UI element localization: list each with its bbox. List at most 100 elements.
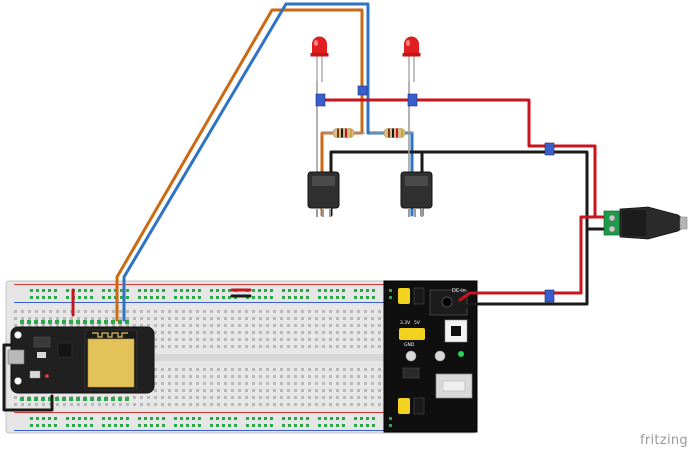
- breadboard-hole: [119, 310, 122, 313]
- breadboard-hole: [168, 310, 171, 313]
- breadboard-hole: [266, 375, 269, 378]
- breadboard-rail-hole: [252, 289, 255, 292]
- breadboard-hole: [217, 396, 220, 399]
- breadboard-hole: [210, 338, 213, 341]
- breadboard-hole: [189, 317, 192, 320]
- breadboard-rail-hole: [366, 424, 369, 427]
- breadboard-hole: [301, 375, 304, 378]
- resistor-1-band-4: [350, 128, 352, 138]
- breadboard-hole: [238, 345, 241, 348]
- breadboard-rail-hole: [144, 296, 147, 299]
- breadboard-rail-hole: [324, 289, 327, 292]
- breadboard-hole: [364, 403, 367, 406]
- breadboard-hole: [280, 396, 283, 399]
- breadboard-hole: [280, 324, 283, 327]
- breadboard-hole: [168, 368, 171, 371]
- breadboard-hole: [329, 310, 332, 313]
- breadboard-hole: [315, 396, 318, 399]
- breadboard-hole: [301, 310, 304, 313]
- wire-connectors: [315, 85, 555, 303]
- breadboard-hole: [238, 382, 241, 385]
- power-module-pin: [389, 417, 392, 420]
- breadboard-hole: [371, 310, 374, 313]
- terminal-screw-1: [608, 214, 616, 222]
- breadboard-hole: [308, 375, 311, 378]
- breadboard-hole: [371, 375, 374, 378]
- breadboard-hole: [364, 310, 367, 313]
- breadboard-hole: [329, 324, 332, 327]
- breadboard-hole: [84, 403, 87, 406]
- breadboard-hole: [364, 375, 367, 378]
- breadboard-hole: [252, 382, 255, 385]
- breadboard-rail-hole: [48, 417, 51, 420]
- breadboard-hole: [350, 331, 353, 334]
- breadboard-hole: [168, 317, 171, 320]
- breadboard-hole: [245, 389, 248, 392]
- breadboard-rail-hole: [174, 289, 177, 292]
- breadboard-hole: [210, 403, 213, 406]
- feather-pin-top: [90, 320, 94, 324]
- breadboard-rail-hole: [300, 296, 303, 299]
- breadboard-hole: [84, 324, 87, 327]
- breadboard-hole: [140, 317, 143, 320]
- breadboard-rail-hole: [282, 417, 285, 420]
- breadboard-rail-hole: [126, 296, 129, 299]
- breadboard-hole: [357, 396, 360, 399]
- breadboard-hole: [266, 324, 269, 327]
- breadboard-rail-hole: [78, 296, 81, 299]
- breadboard-hole: [14, 317, 17, 320]
- status-led: [45, 374, 49, 378]
- breadboard-hole: [168, 396, 171, 399]
- breadboard-hole: [84, 310, 87, 313]
- breadboard-rail-hole: [42, 417, 45, 420]
- breadboard-hole: [91, 403, 94, 406]
- pcb-antenna: [92, 332, 128, 338]
- feather-pin-bottom: [20, 397, 24, 401]
- breadboard-rail-hole: [72, 417, 75, 420]
- breadboard-hole: [371, 389, 374, 392]
- barrel-plug-tip: [679, 216, 688, 230]
- resistor-1-band-2: [341, 128, 343, 138]
- breadboard-hole: [196, 338, 199, 341]
- breadboard-hole: [217, 331, 220, 334]
- breadboard-hole: [343, 338, 346, 341]
- feather-pin-top: [69, 320, 73, 324]
- breadboard-rail-hole: [354, 289, 357, 292]
- breadboard-rail-hole: [138, 424, 141, 427]
- breadboard-hole: [245, 403, 248, 406]
- breadboard-hole: [294, 368, 297, 371]
- resistor-2-band-1: [388, 128, 390, 138]
- breadboard-hole: [273, 396, 276, 399]
- breadboard-hole: [371, 368, 374, 371]
- breadboard-hole: [273, 389, 276, 392]
- breadboard-hole: [161, 368, 164, 371]
- breadboard-hole: [259, 382, 262, 385]
- breadboard-hole: [294, 382, 297, 385]
- led-2-body: [404, 36, 419, 54]
- breadboard-hole: [364, 368, 367, 371]
- breadboard-hole: [378, 345, 381, 348]
- breadboard-rail-hole: [156, 417, 159, 420]
- breadboard-hole: [210, 317, 213, 320]
- breadboard-hole: [252, 396, 255, 399]
- breadboard-hole: [217, 389, 220, 392]
- feather-pin-top: [34, 320, 38, 324]
- breadboard-rail-hole: [336, 417, 339, 420]
- breadboard-hole: [21, 310, 24, 313]
- breadboard-hole: [308, 345, 311, 348]
- breadboard-hole: [77, 317, 80, 320]
- breadboard-hole: [280, 382, 283, 385]
- breadboard-rail-hole: [84, 289, 87, 292]
- breadboard-rail-hole: [66, 296, 69, 299]
- breadboard-hole: [91, 324, 94, 327]
- breadboard-hole: [259, 396, 262, 399]
- breadboard-hole: [252, 331, 255, 334]
- breadboard-hole: [112, 317, 115, 320]
- breadboard-hole: [147, 396, 150, 399]
- led-2-flange: [402, 53, 421, 57]
- breadboard-rail-hole: [138, 417, 141, 420]
- breadboard-rail-hole: [288, 296, 291, 299]
- feather-pin-bottom: [27, 397, 31, 401]
- breadboard-hole: [56, 324, 59, 327]
- breadboard-rail-hole: [216, 289, 219, 292]
